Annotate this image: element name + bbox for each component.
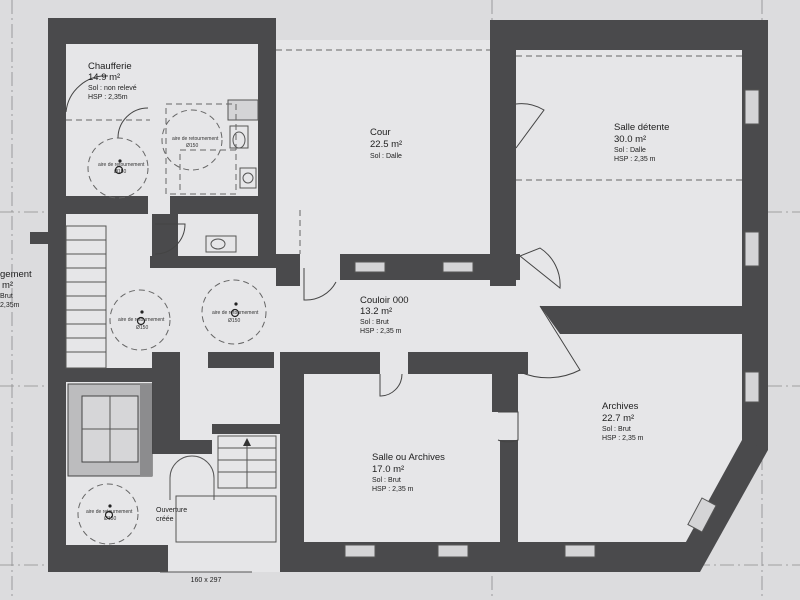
turning-diameter-2: Ø150	[186, 143, 198, 149]
room-area: 17.0 m²	[372, 464, 404, 475]
room-floor: Sol : Dalle	[614, 147, 646, 154]
turning-diameter-3: Ø150	[136, 325, 148, 331]
room-name: Chaufferie	[88, 61, 132, 72]
room-degagement: gement m² Brut 2,35m	[0, 269, 32, 309]
room-name: Cour	[370, 127, 391, 138]
turning-circles	[77, 109, 267, 545]
room-height: HSP : 2,35 m	[614, 156, 656, 163]
room-floor: Sol : Brut	[360, 319, 389, 326]
stairs	[65, 225, 277, 489]
room-height: HSP : 2,35 m	[602, 435, 644, 442]
lift-block	[67, 383, 153, 477]
room-height: 2,35m	[0, 302, 20, 309]
room-area: 22.5 m²	[370, 139, 402, 150]
turning-diameter-5: Ø150	[104, 516, 116, 522]
room-area: 22.7 m²	[602, 413, 634, 424]
room-salle-detente: Salle détente 30.0 m² Sol : Dalle HSP : …	[614, 122, 669, 163]
room-area: 14.9 m²	[88, 72, 120, 83]
wheelchair-icon	[230, 302, 240, 318]
annotation-ouverture: Ouverture créée	[156, 507, 187, 523]
room-area: 13.2 m²	[360, 306, 392, 317]
room-area: 30.0 m²	[614, 134, 646, 145]
room-height: HSP : 2,35 m	[372, 486, 414, 493]
room-couloir: Couloir 000 13.2 m² Sol : Brut HSP : 2,3…	[360, 295, 409, 335]
room-name: gement	[0, 269, 32, 280]
room-name: Salle détente	[614, 122, 669, 133]
ouverture-line-1: Ouverture	[156, 507, 187, 514]
turning-label-2: aire de retournement	[172, 136, 219, 142]
room-height: HSP : 2,35m	[88, 94, 128, 101]
room-archives: Archives 22.7 m² Sol : Brut HSP : 2,35 m	[602, 401, 644, 442]
room-floor: Sol : Dalle	[370, 153, 402, 160]
room-floor: Sol : non relevé	[88, 85, 137, 92]
dashed-lines	[66, 49, 742, 254]
room-salle-archives: Salle ou Archives 17.0 m² Sol : Brut HSP…	[372, 452, 445, 493]
wheelchair-icon	[136, 310, 146, 326]
room-chaufferie: Chaufferie 14.9 m² Sol : non relevé HSP …	[88, 61, 137, 101]
room-name: Salle ou Archives	[372, 452, 445, 463]
ouverture-line-2: créée	[156, 516, 174, 523]
room-floor: Brut	[0, 293, 13, 300]
turning-label-4: aire de retournement	[212, 310, 259, 316]
room-floor: Sol : Brut	[372, 477, 401, 484]
room-cour: Cour 22.5 m² Sol : Dalle	[370, 127, 402, 160]
room-name: Archives	[602, 401, 639, 412]
doors	[65, 75, 581, 443]
sanitary	[205, 125, 257, 253]
dimension-label: 160 x 297	[191, 577, 222, 584]
room-name: Couloir 000	[360, 295, 409, 306]
vaulted-opening	[169, 455, 277, 543]
wheelchair-icon	[114, 159, 124, 175]
room-area: m²	[2, 280, 13, 291]
turning-diameter-1: Ø150	[114, 169, 126, 175]
wheelchair-icons	[104, 159, 240, 520]
turning-label-1: aire de retournement	[98, 162, 145, 168]
room-floor: Sol : Brut	[602, 426, 631, 433]
turning-label-3: aire de retournement	[118, 317, 165, 323]
wheelchair-icon	[104, 504, 114, 520]
room-height: HSP : 2,35 m	[360, 328, 402, 335]
turning-diameter-4: Ø150	[228, 318, 240, 324]
